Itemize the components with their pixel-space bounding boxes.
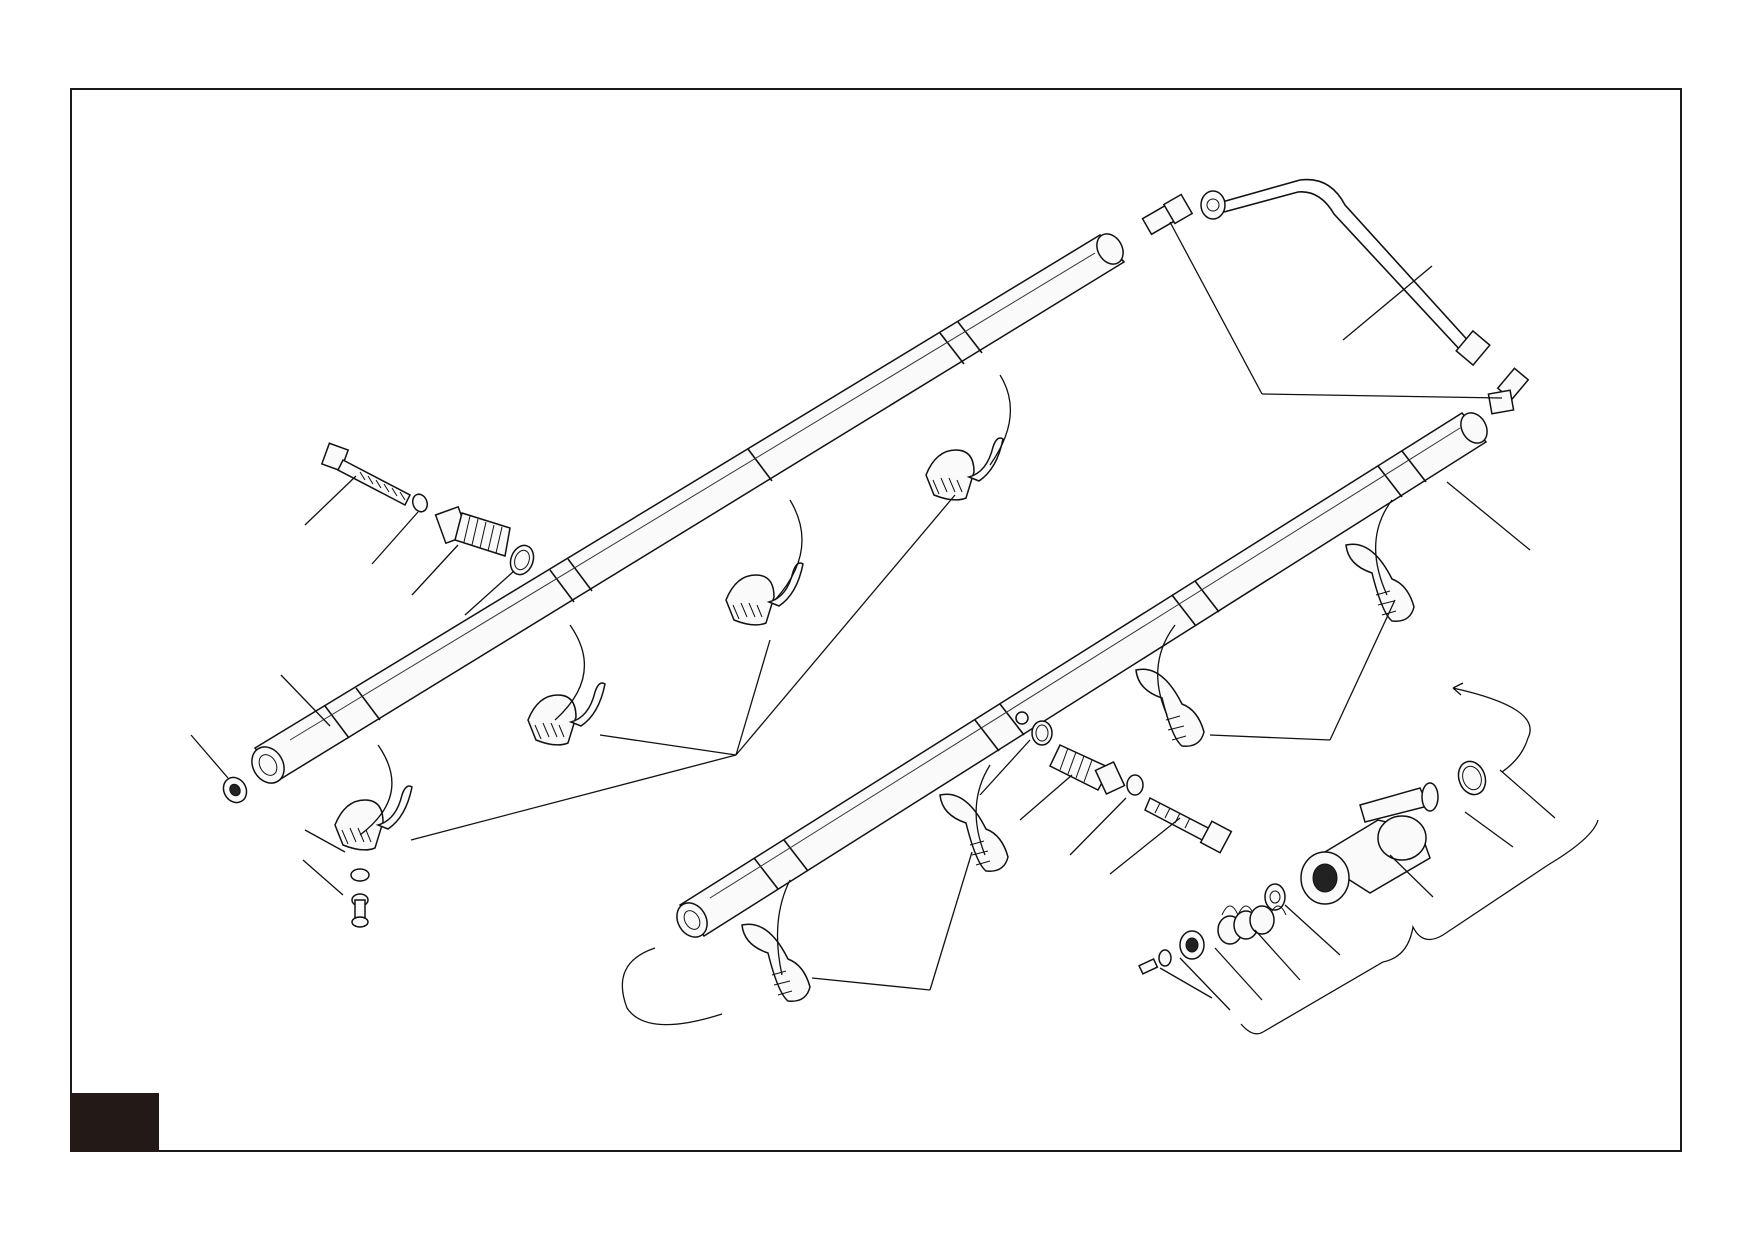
shift-fork-5 [741,923,811,1002]
o-ring-2 [1031,720,1053,746]
plug [222,776,248,804]
detent-assembly [1138,760,1487,975]
shift-fork-6 [939,793,1009,872]
shift-rail-upper [251,233,1126,784]
shift-fork-2 [527,682,606,746]
threaded-sleeve [434,505,511,557]
o-ring [509,544,535,576]
pin [351,893,369,928]
shift-rail-lower [676,412,1488,938]
elbow-fitting [1141,193,1530,415]
leader-lines [190,221,1599,1035]
shift-fork-8 [1345,543,1415,622]
drawing-frame [70,88,1682,1152]
threaded-sleeve-2 [1049,744,1126,796]
bolt [320,442,412,507]
nut [350,868,370,882]
washer-2 [1126,774,1144,796]
washer [411,493,429,513]
page-tab [70,1093,159,1152]
bolt-2 [1144,796,1233,854]
oil-pipe [1200,178,1491,367]
shift-fork-7 [1135,668,1205,747]
shift-fork-1 [334,785,413,851]
shift-fork-4 [925,437,1004,501]
shift-fork-3 [725,562,804,626]
